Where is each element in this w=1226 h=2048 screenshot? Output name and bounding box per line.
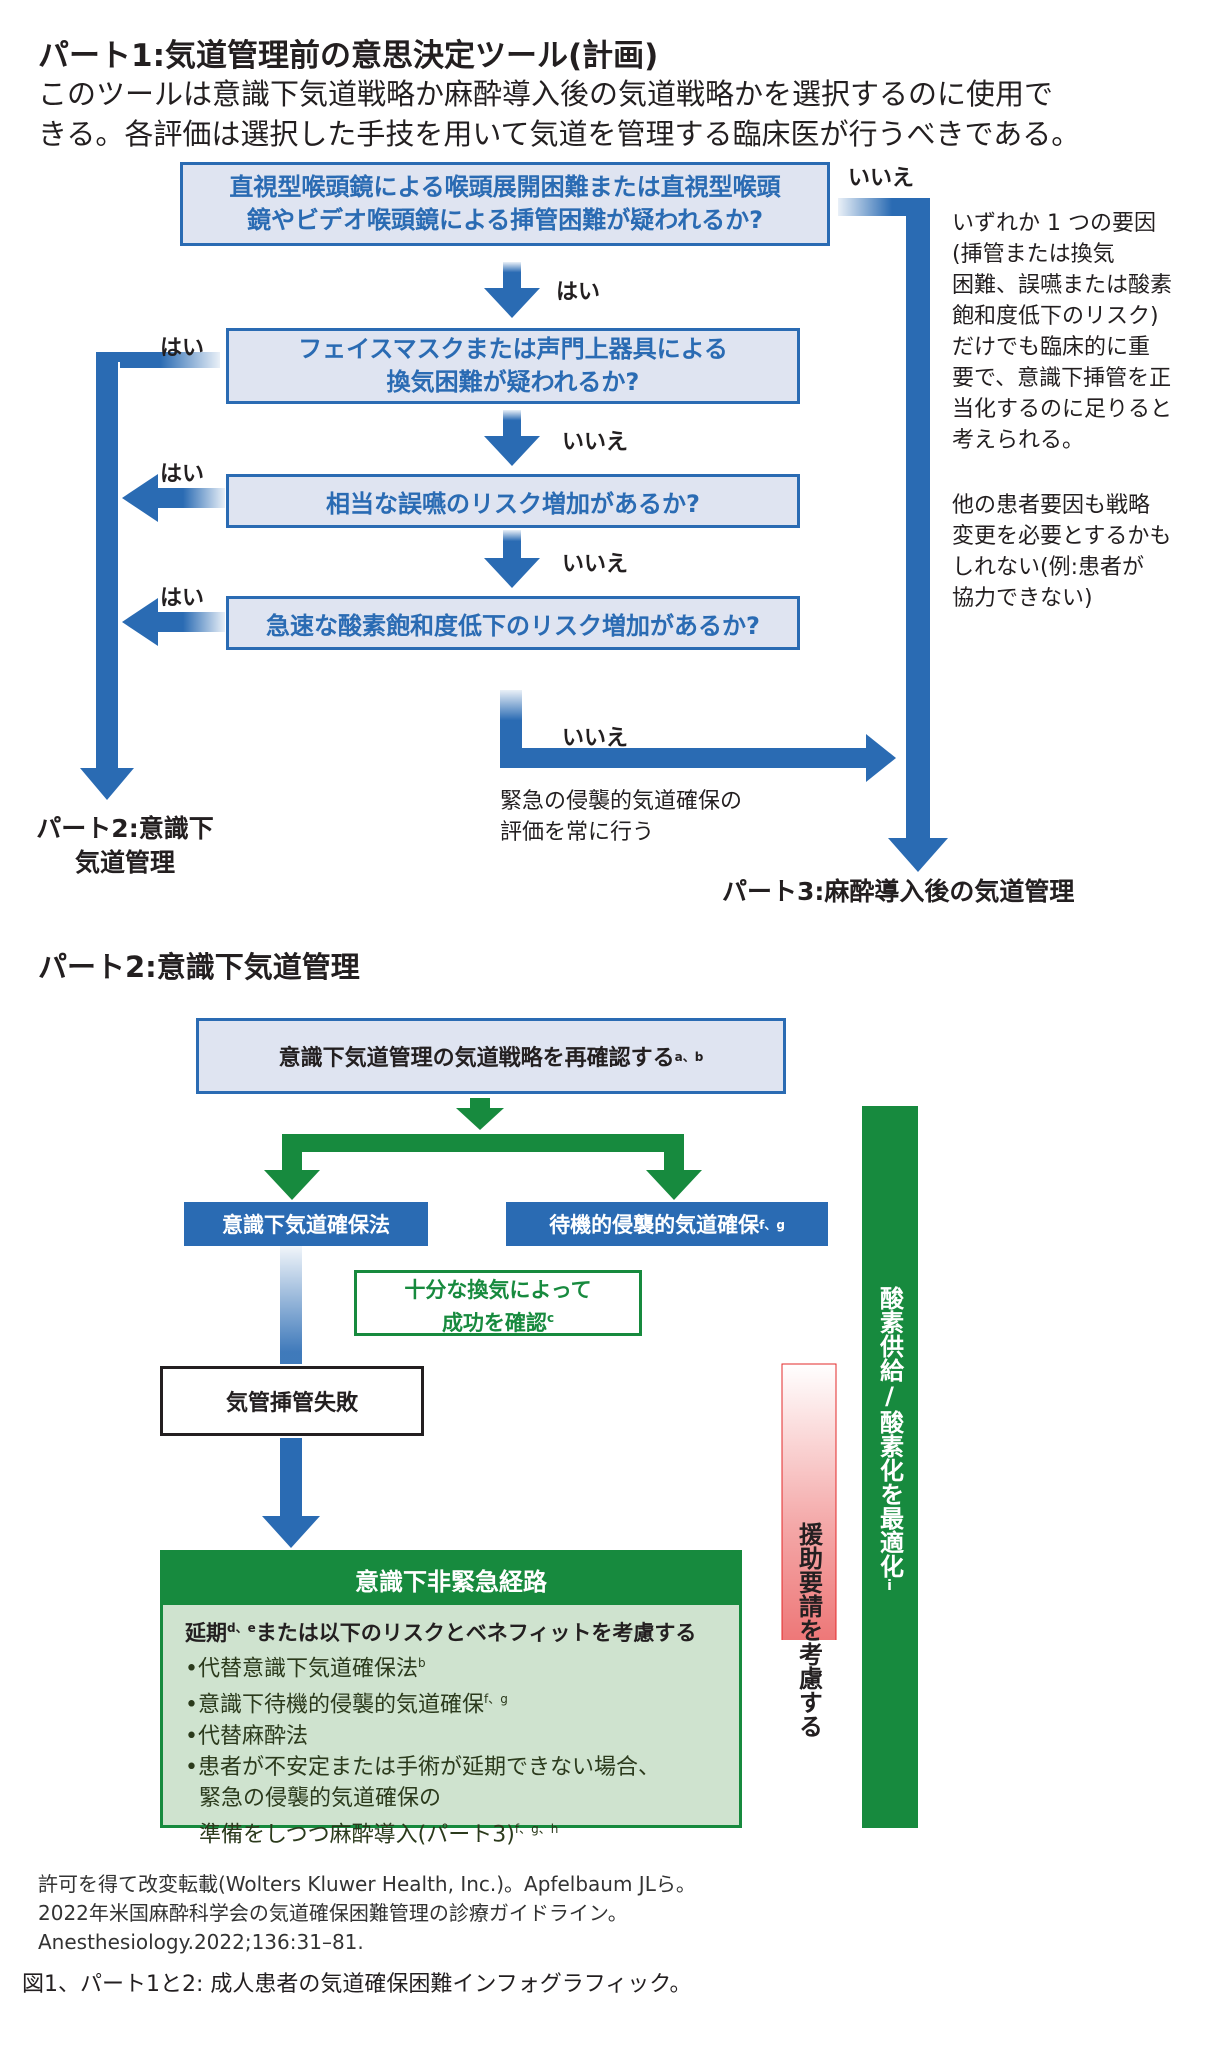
label-no-q1: いいえ	[848, 166, 915, 191]
no-path-q4	[500, 690, 896, 782]
help-bar-fill	[781, 1363, 837, 1640]
awake-technique-box: 意識下気道確保法	[184, 1202, 428, 1246]
side-note-any-factor: いずれか 1 つの要因 (挿管または換気 困難、誤嚥または酸素 飽和度低下のリス…	[952, 211, 1173, 453]
part1-title: パート1:気道管理前の意思決定ツール(計画)	[38, 38, 659, 74]
emergency-assessment-note: 緊急の侵襲的気道確保の 評価を常に行う	[500, 789, 743, 845]
part1-intro: このツールは意識下気道戦略か麻酔導入後の気道戦略かを選択するのに使用で きる。各…	[38, 77, 1081, 151]
list-item: •患者が不安定または手術が延期できない場合、	[185, 1754, 660, 1780]
list-item-cont: 緊急の侵襲的気道確保の	[199, 1785, 442, 1811]
help-bar-text: 援助要請を考慮する	[794, 1522, 823, 1738]
down-arrow-1	[484, 262, 540, 318]
down-arrow-2	[484, 410, 540, 466]
nonemergency-title: 意識下非緊急経路	[163, 1553, 739, 1605]
outcome-part3: パート3:麻酔導入後の気道管理	[722, 877, 1075, 906]
down-arrow-3	[484, 530, 540, 588]
label-yes-q1: はい	[556, 280, 601, 305]
label-no-q3: いいえ	[562, 552, 629, 577]
part2-arrows	[262, 1098, 837, 1640]
no-path-part3	[838, 198, 948, 872]
question-difficult-ventilation: フェイスマスクまたは声門上器具による換気困難が疑われるか?	[226, 328, 800, 404]
question-difficult-intubation: 直視型喉頭鏡による喉頭展開困難または直視型喉頭鏡やビデオ喉頭鏡による挿管困難が疑…	[180, 162, 830, 246]
label-no-q2: いいえ	[562, 430, 629, 455]
yes-arrow-q4	[122, 598, 225, 646]
outcome-part2: パート2:意識下 気道管理	[36, 814, 214, 877]
nonemergency-pathway-box: 意識下非緊急経路 延期d、eまたは以下のリスクとベネフィットを考慮する •代替意…	[160, 1550, 742, 1847]
oxygen-bar: 酸素供給/酸素化を最適化i	[862, 1106, 918, 1828]
label-yes-q3: はい	[160, 462, 205, 487]
source-credit: 許可を得て改変転載(Wolters Kluwer Health, Inc.)。A…	[38, 1872, 696, 1954]
question-aspiration-risk: 相当な誤嚥のリスク増加があるか?	[226, 474, 800, 528]
list-item: •代替意識下気道確保法b	[185, 1656, 426, 1682]
intubation-failure-box: 気管挿管失敗	[160, 1366, 424, 1436]
arrow-to-nonemergency	[262, 1438, 320, 1548]
label-yes-q2: はい	[160, 336, 205, 361]
label-no-q4: いいえ	[562, 726, 629, 751]
green-split-arrow	[264, 1098, 702, 1200]
consider-heading: 延期d、eまたは以下のリスクとベネフィットを考慮する	[185, 1621, 697, 1645]
part2-title: パート2:意識下気道管理	[38, 950, 360, 984]
figure-caption: 図1、パート1と2: 成人患者の気道確保困難インフォグラフィック。	[22, 1972, 692, 1997]
success-confirm-box: 十分な換気によって 成功を確認c	[354, 1270, 642, 1336]
list-item: •代替麻酔法	[185, 1723, 308, 1749]
nonemergency-content: 延期d、eまたは以下のリスクとベネフィットを考慮する •代替意識下気道確保法b …	[163, 1605, 739, 1850]
oxygen-bar-text: 酸素供給/酸素化を最適化i	[875, 1286, 904, 1594]
question-desaturation-risk: 急速な酸素飽和度低下のリスク増加があるか?	[226, 596, 800, 650]
label-yes-q4: はい	[160, 586, 205, 611]
list-item: •意識下待機的侵襲的気道確保f、g	[185, 1692, 508, 1718]
list-item-cont: 準備をしつつ麻酔導入(パート3)f、g、h	[199, 1821, 559, 1847]
part1-arrows	[80, 198, 948, 872]
fade-to-failure	[280, 1244, 302, 1364]
side-note-other-factors: 他の患者要因も戦略 変更を必要とするかも しれない(例:患者が 協力できない)	[952, 493, 1172, 611]
yes-arrow-q3	[122, 474, 225, 522]
yes-path-part2	[80, 352, 220, 800]
